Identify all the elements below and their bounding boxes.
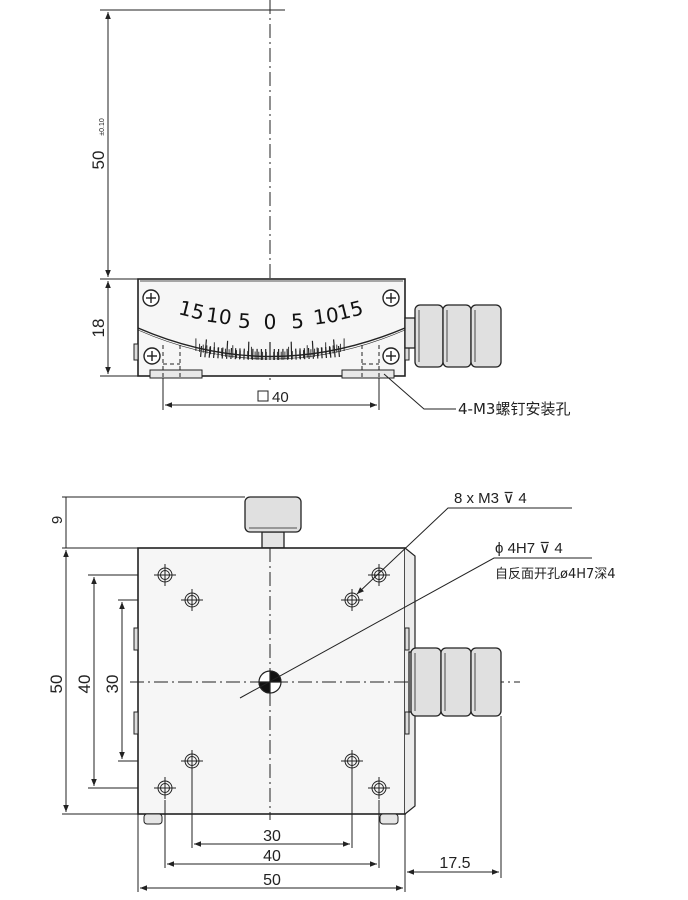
front-view [100,0,502,410]
scale-tick [208,346,211,358]
dim-text-50-bottom: 50 [263,872,281,889]
scale-tick [329,346,332,358]
dim-text-30-vertical: 30 [103,675,122,694]
scale-label: 5 [237,309,251,334]
scale-tick [247,341,250,360]
micrometer-knob-top [244,496,302,549]
scale-label: 5 [290,309,304,334]
scale-label: 0 [264,310,277,334]
callout-mount-screws: 4-M3螺钉安装孔 [458,400,570,418]
threaded-holes-outer [154,564,390,799]
scale-tick [226,340,229,359]
scale-tick [337,345,340,357]
scale-label: 15 [335,295,366,324]
dim-text-30-bottom: 30 [263,828,281,845]
goniometer-arc [137,327,406,358]
screw-bottom-right [382,347,400,365]
stage-body-front [137,278,406,377]
scale-tick [230,347,233,360]
scale-ticks [195,338,345,361]
scale-tick [316,347,319,359]
micrometer-knob-side [408,647,502,717]
scale-labels: 15 10 5 0 5 10 15 [176,295,365,334]
scale-label: 10 [205,302,234,329]
callout-leader-center [239,557,592,699]
scale-tick [333,339,336,358]
dim-text-50-vertical: 50 [47,675,66,694]
dim-text-18: 18 [89,319,108,338]
dim-text-50: 50 [89,151,108,170]
scale-tick [307,347,310,360]
dim-text-17-5: 17.5 [439,855,470,872]
dim-text-40-front: 40 [272,389,289,406]
callout-center-hole-note: 自反面开孔ø4H7深4 [495,567,616,582]
callout-leader-mount [383,373,456,410]
callout-center-hole: ϕ 4H7 ⊽ 4 [495,540,563,557]
scale-label: 10 [312,302,341,329]
scale-tick [200,345,203,357]
scale-tick [311,340,314,359]
screw-bottom-left [143,347,161,365]
screw-top-left [142,289,160,307]
scale-label: 15 [176,295,207,324]
callout-threads: 8 x M3 ⊽ 4 [454,490,527,507]
dim-text-40-bottom: 40 [263,848,281,865]
dim-text-50-tol: ±0.10 [99,118,106,136]
dim-text-40-vertical: 40 [75,675,94,694]
dim-text-9: 9 [49,516,66,524]
callout-leader-threads [356,507,572,595]
threaded-holes-inner [181,589,363,772]
scale-tick [204,339,207,358]
micrometer-knob-front [404,304,502,368]
screw-top-right [382,289,400,307]
scale-tick [221,347,224,359]
top-view [62,496,592,892]
scale-tick [290,341,293,360]
